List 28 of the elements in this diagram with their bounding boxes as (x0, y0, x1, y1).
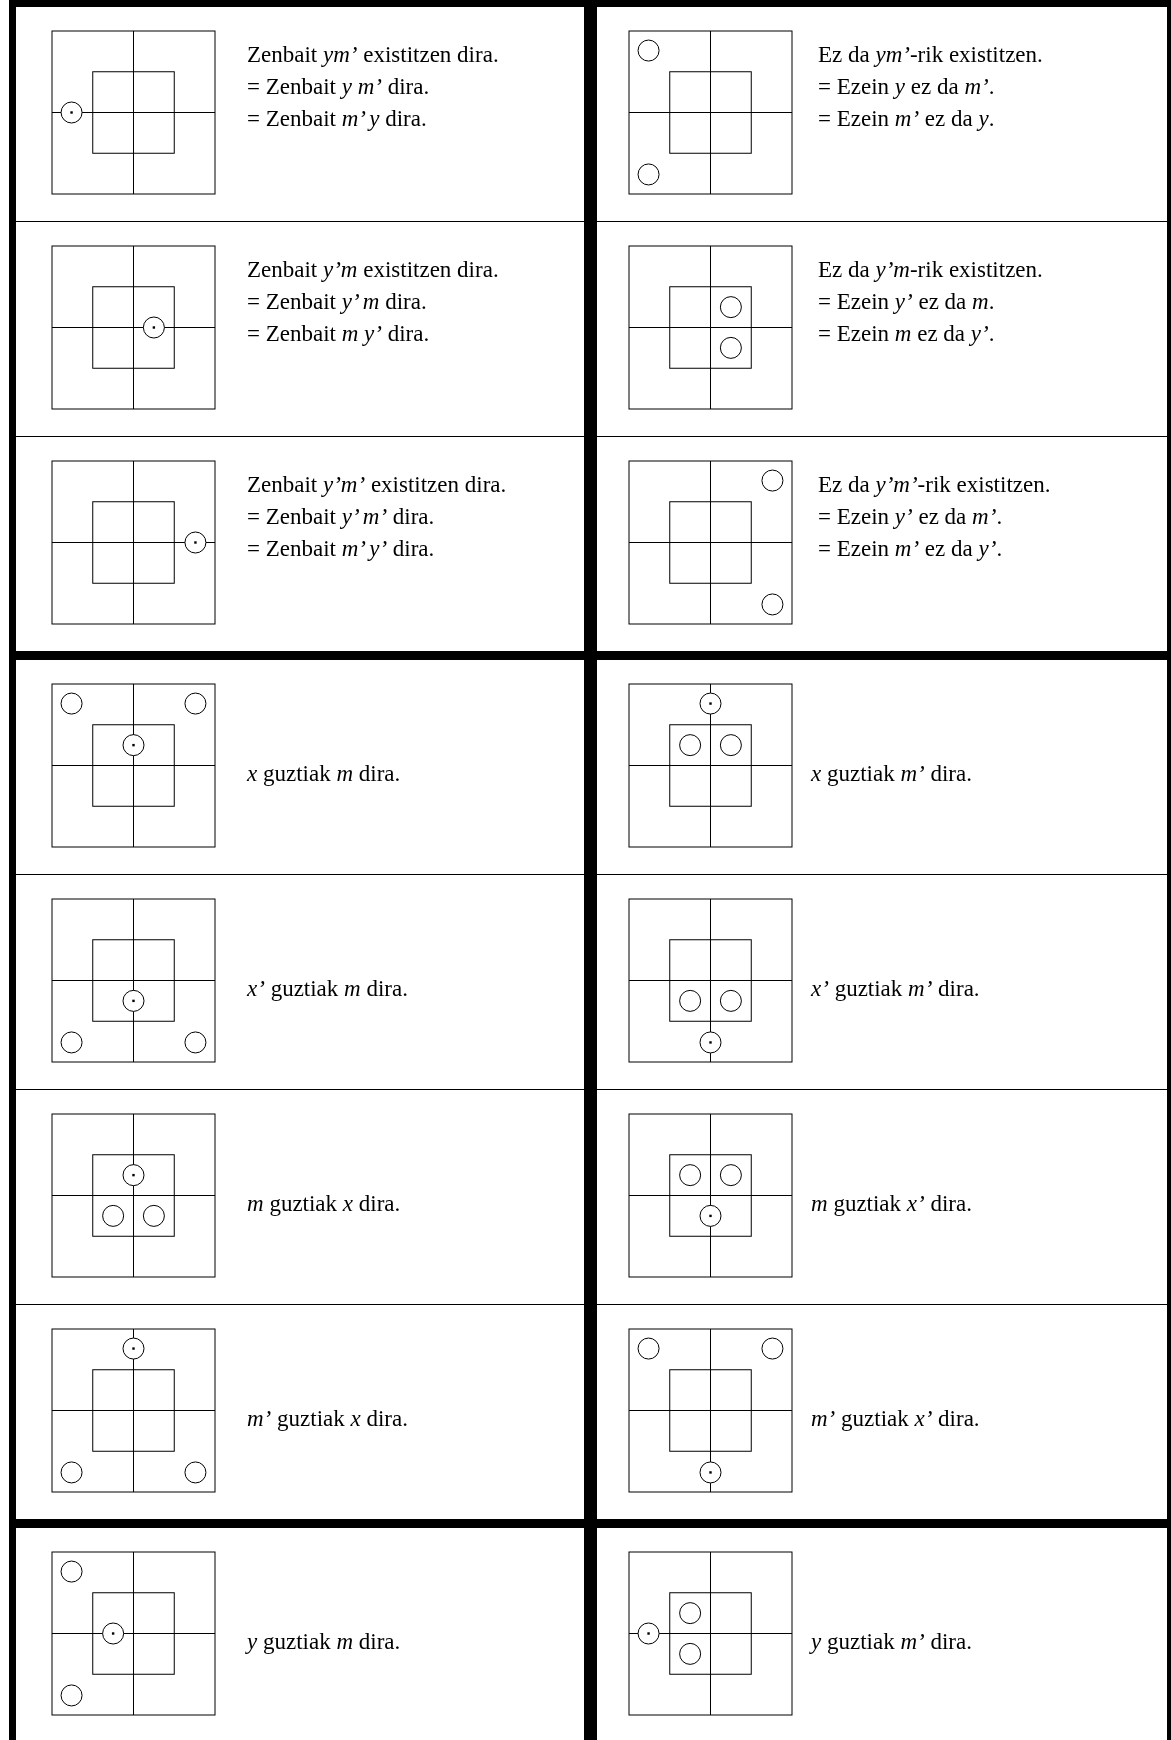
statement-text: = Zenbait m y’ dira. (247, 320, 430, 348)
statement-text: x’ guztiak m’ dira. (811, 975, 980, 1003)
statement-text: y guztiak m’ dira. (811, 1628, 972, 1656)
statement-text: = Zenbait y’ m dira. (247, 288, 427, 316)
statement-text: = Ezein m’ ez da y. (818, 105, 995, 133)
statement-text: = Zenbait y’ m’ dira. (247, 503, 435, 531)
statement-text: Ez da ym’-rik existitzen. (818, 41, 1043, 69)
statement-text: Zenbait y’m existitzen dira. (247, 256, 499, 284)
statement-text: = Ezein y’ ez da m’. (818, 503, 1003, 531)
statement-text: m guztiak x dira. (247, 1190, 401, 1218)
statement-text: = Zenbait y m’ dira. (247, 73, 430, 101)
statement-text: y guztiak m dira. (247, 1628, 401, 1656)
statement-text: = Zenbait m’ y dira. (247, 105, 427, 133)
statement-text: x guztiak m’ dira. (811, 760, 972, 788)
statement-text: = Ezein m’ ez da y’. (818, 535, 1003, 563)
statement-text: = Ezein m ez da y’. (818, 320, 995, 348)
statement-text: = Ezein y’ ez da m. (818, 288, 995, 316)
statement-text: m guztiak x’ dira. (811, 1190, 972, 1218)
statement-text: Ez da y’m’-rik existitzen. (818, 471, 1051, 499)
statement-text: m’ guztiak x dira. (247, 1405, 408, 1433)
statement-text: Zenbait ym’ existitzen dira. (247, 41, 499, 69)
statement-text: x’ guztiak m dira. (247, 975, 408, 1003)
statement-text: m’ guztiak x’ dira. (811, 1405, 980, 1433)
statement-text: Zenbait y’m’ existitzen dira. (247, 471, 507, 499)
statement-text: x guztiak m dira. (247, 760, 401, 788)
statement-text: Ez da y’m-rik existitzen. (818, 256, 1043, 284)
statement-text: = Zenbait m’ y’ dira. (247, 535, 435, 563)
statement-text: = Ezein y ez da m’. (818, 73, 995, 101)
